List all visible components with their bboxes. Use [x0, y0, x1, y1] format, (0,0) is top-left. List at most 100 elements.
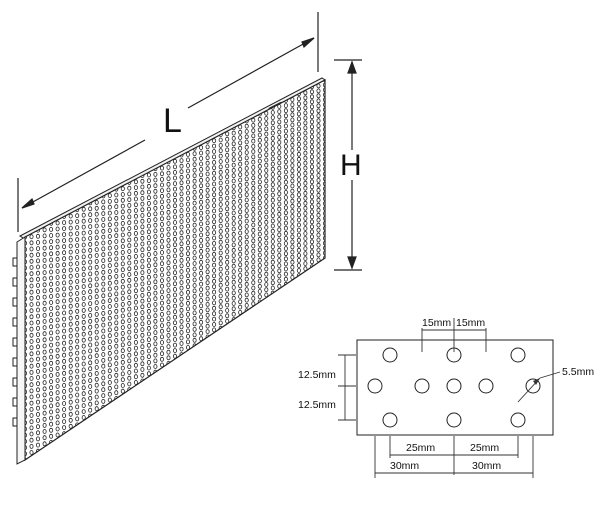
perforation-hole: [120, 226, 125, 232]
perforation-hole: [25, 315, 27, 320]
perforation-hole: [238, 309, 243, 315]
perforation-hole: [49, 397, 54, 403]
perforation-hole: [199, 265, 204, 271]
perforation-hole: [107, 286, 112, 292]
perforation-hole: [231, 263, 236, 269]
perforation-hole: [303, 155, 308, 161]
perforation-hole: [231, 295, 236, 301]
perforation-hole: [140, 338, 145, 344]
perforation-hole: [81, 337, 86, 343]
perforation-hole: [153, 296, 158, 302]
perforation-hole: [290, 259, 295, 265]
perforation-hole: [159, 351, 164, 357]
perforation-hole: [179, 341, 184, 346]
perforation-hole: [316, 207, 321, 213]
perforation-hole: [159, 233, 164, 239]
perforation-hole: [133, 179, 138, 185]
perforation-hole: [25, 395, 27, 401]
perforation-hole: [251, 222, 256, 228]
perforation-hole: [244, 239, 249, 245]
perforation-hole: [166, 204, 171, 210]
perforation-hole: [101, 217, 106, 222]
perforation-hole: [251, 149, 256, 155]
perforation-hole: [127, 260, 132, 266]
perforation-hole: [264, 126, 269, 132]
perforation-hole: [225, 286, 230, 292]
perforation-hole: [283, 103, 288, 108]
perforation-hole: [120, 336, 125, 342]
perforation-hole: [94, 394, 99, 400]
perforation-hole: [244, 250, 249, 256]
perforation-hole: [29, 240, 34, 246]
perforation-hole: [36, 418, 41, 423]
perforation-hole: [36, 252, 41, 258]
perforation-hole: [49, 226, 54, 232]
perforation-hole: [283, 149, 288, 155]
panel-side-return: [16, 236, 26, 465]
perforation-hole: [68, 321, 73, 327]
perforation-hole: [212, 284, 217, 290]
perforation-hole: [225, 147, 230, 153]
perforation-hole: [101, 340, 106, 346]
perforation-hole: [68, 423, 73, 429]
perforation-hole: [133, 339, 138, 345]
perforation-hole: [88, 206, 93, 212]
perforation-hole: [159, 340, 164, 345]
perforation-hole: [172, 186, 177, 192]
perforation-hole: [140, 213, 145, 218]
perforation-hole: [120, 284, 125, 290]
perforation-hole: [238, 241, 243, 247]
perforation-hole: [322, 97, 325, 103]
perforation-hole: [166, 293, 171, 299]
perforation-hole: [29, 326, 34, 332]
perforation-hole: [25, 432, 27, 438]
perforation-hole: [257, 273, 262, 279]
perforation-hole: [62, 304, 67, 310]
perforation-hole: [120, 209, 125, 215]
perforation-hole: [153, 364, 158, 369]
perforation-hole: [185, 251, 190, 257]
perforation-hole: [172, 164, 177, 170]
perforation-hole: [179, 235, 184, 241]
perforation-hole: [29, 320, 34, 326]
perforation-hole: [199, 199, 204, 205]
perforation-hole: [153, 347, 158, 353]
perforation-hole: [225, 217, 230, 222]
perforation-hole: [303, 251, 308, 257]
perforation-hole: [296, 141, 301, 147]
perforation-hole: [277, 278, 282, 284]
perforation-hole: [88, 342, 93, 348]
perforation-hole: [62, 382, 67, 388]
perforation-hole: [244, 281, 249, 287]
perforation-hole: [251, 269, 256, 275]
perforated-panel: [12, 77, 326, 465]
perforation-hole: [133, 208, 138, 213]
perforation-hole: [199, 287, 204, 293]
perforation-hole: [114, 215, 119, 221]
perforation-hole: [133, 294, 138, 299]
perforation-hole: [316, 128, 321, 134]
perforation-hole: [231, 226, 236, 232]
perforation-hole: [199, 145, 204, 151]
perforation-hole: [251, 233, 256, 238]
perforation-hole: [185, 168, 190, 174]
perforation-hole: [231, 178, 236, 184]
perforation-hole: [114, 390, 119, 396]
perforation-hole: [172, 314, 177, 320]
perforation-hole: [25, 407, 27, 413]
perforation-hole: [205, 166, 210, 172]
perforation-hole: [88, 224, 93, 230]
perforation-hole: [49, 312, 54, 318]
perforation-hole: [101, 199, 106, 205]
perforation-hole: [231, 141, 236, 147]
perforation-hole: [244, 192, 249, 198]
perforation-hole: [296, 202, 301, 208]
perforation-hole: [133, 322, 138, 328]
perforation-hole: [192, 266, 197, 272]
perforation-hole: [251, 238, 256, 244]
perforation-hole: [172, 342, 177, 348]
perforation-hole: [133, 230, 138, 236]
perforation-hole: [94, 359, 99, 365]
perforation-hole: [146, 348, 151, 354]
perforation-hole: [25, 389, 27, 395]
